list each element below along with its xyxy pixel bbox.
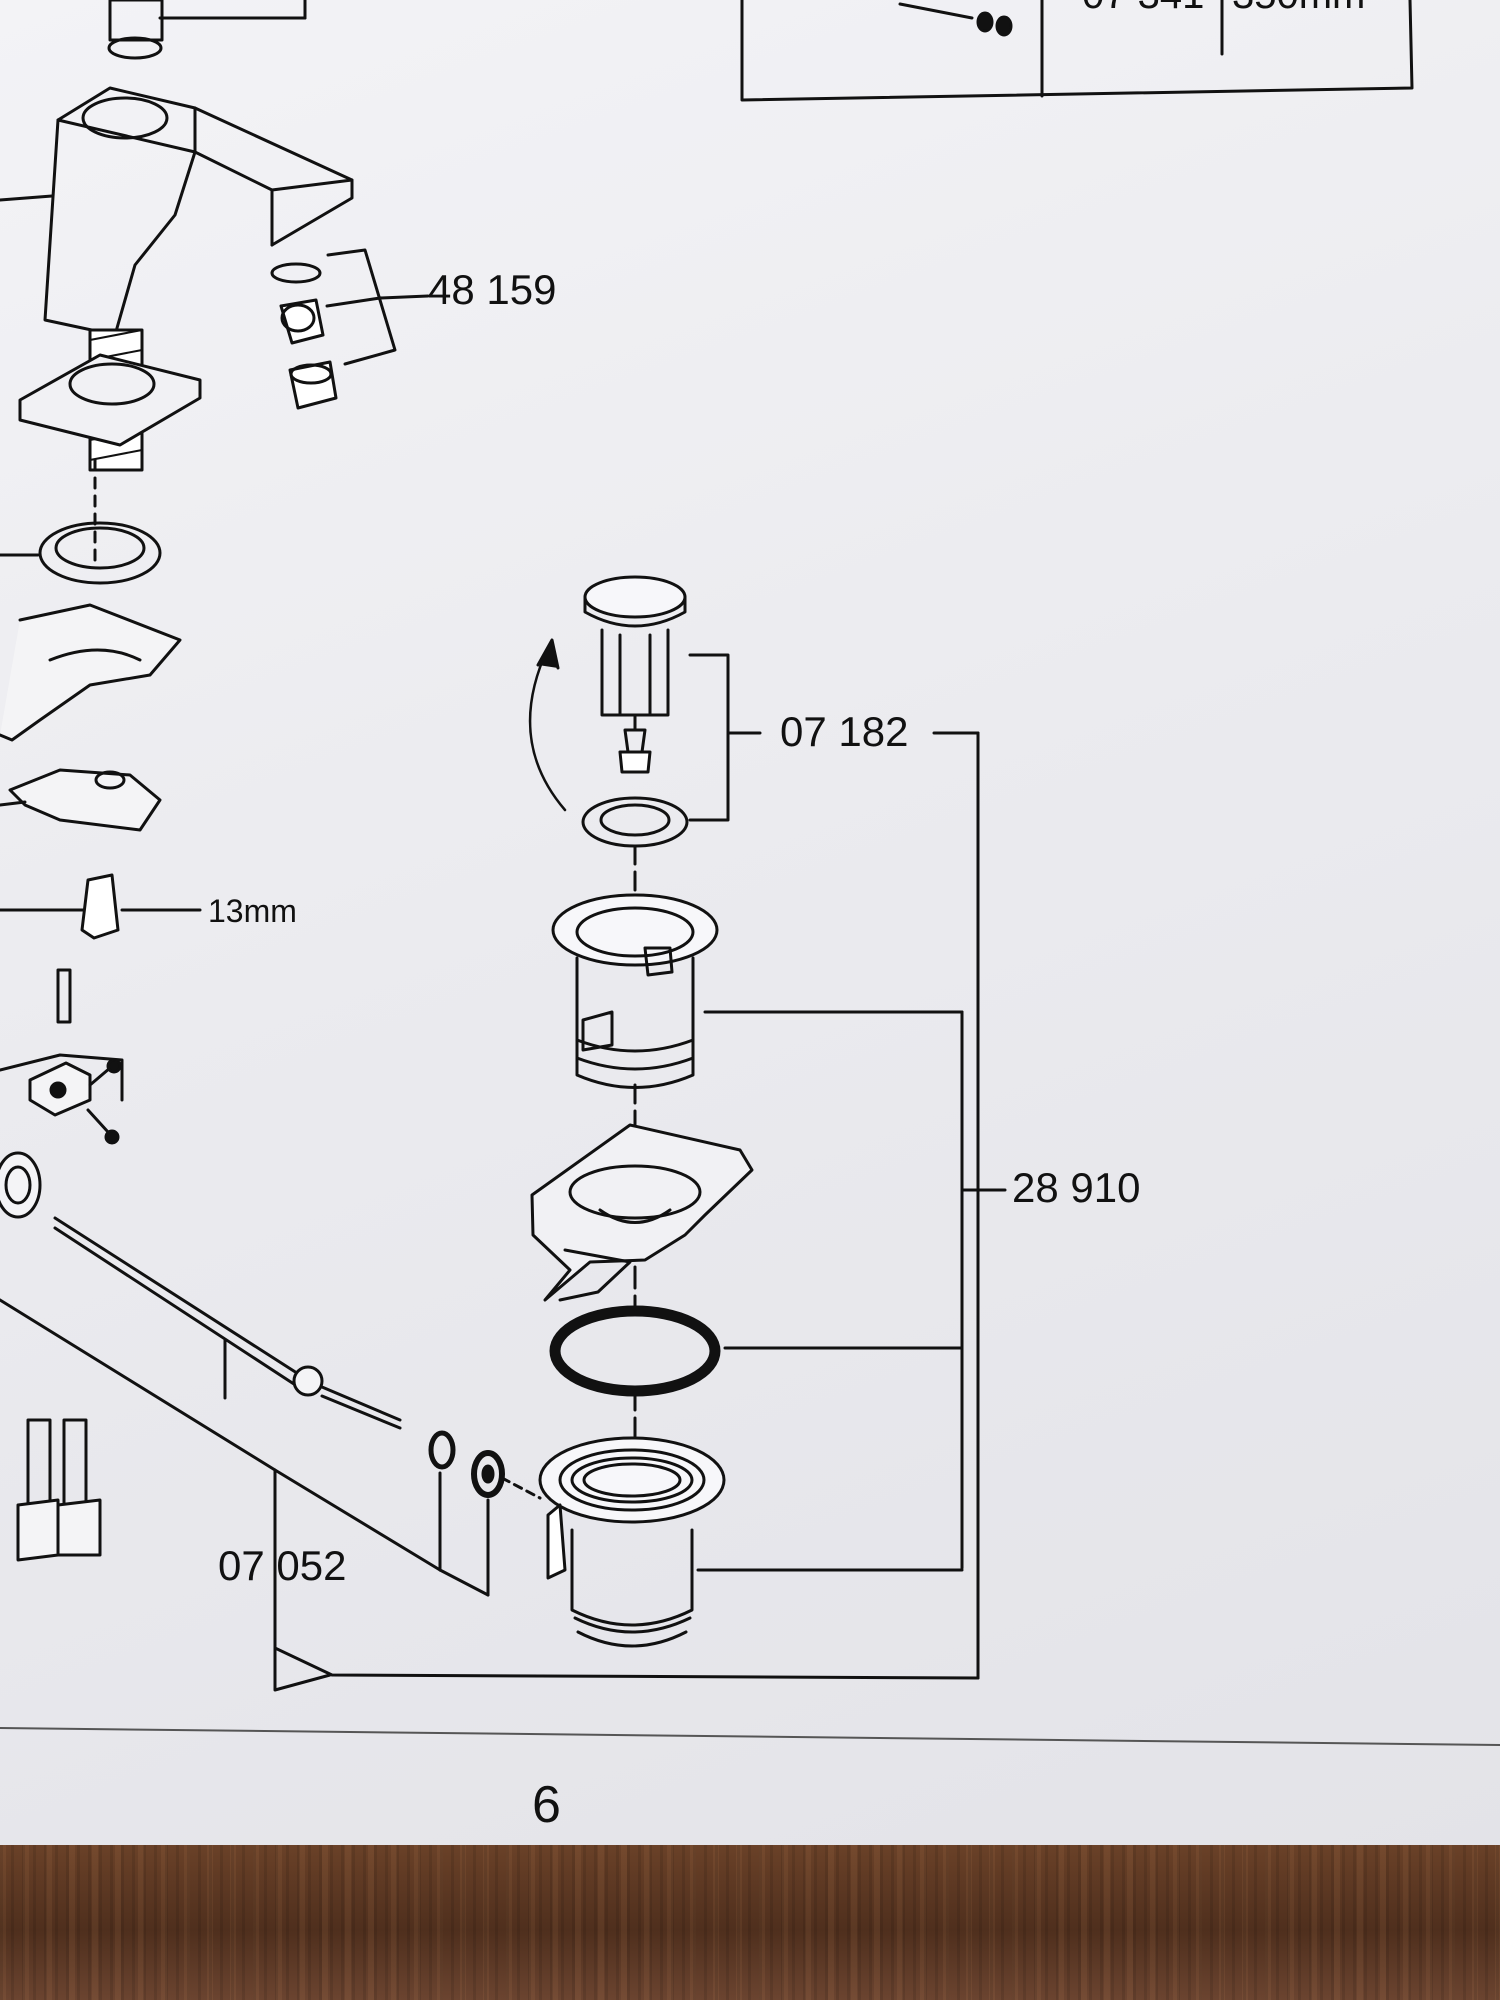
pop-up-plug-drawing <box>528 575 762 897</box>
aerator-kit-callout: 48 159 <box>428 266 556 313</box>
rod-set-callout: 07 052 <box>218 1542 346 1589</box>
waste-bottom-body-drawing <box>538 1436 726 1648</box>
pop-up-plug-callout: 07 182 <box>780 708 908 755</box>
small-rod-icon <box>898 2 1013 37</box>
wooden-table-surface <box>0 1845 1500 2000</box>
hex-wrench-callout: 13mm <box>208 893 297 929</box>
table-length: 350mm <box>1232 0 1365 17</box>
aerator-parts-drawing <box>270 248 430 410</box>
waste-set-bracket <box>273 731 1007 1680</box>
faucet-body-drawing <box>0 0 542 1692</box>
o-ring-seal-drawing <box>549 1268 721 1442</box>
waste-set-callout: 28 910 <box>1012 1164 1140 1211</box>
page-number: 6 <box>532 1776 561 1834</box>
parts-length-table <box>740 0 1414 102</box>
table-part-number: 07 341 <box>1082 0 1204 17</box>
manual-page <box>0 0 1500 1860</box>
basin-section-drawing <box>530 1123 754 1302</box>
